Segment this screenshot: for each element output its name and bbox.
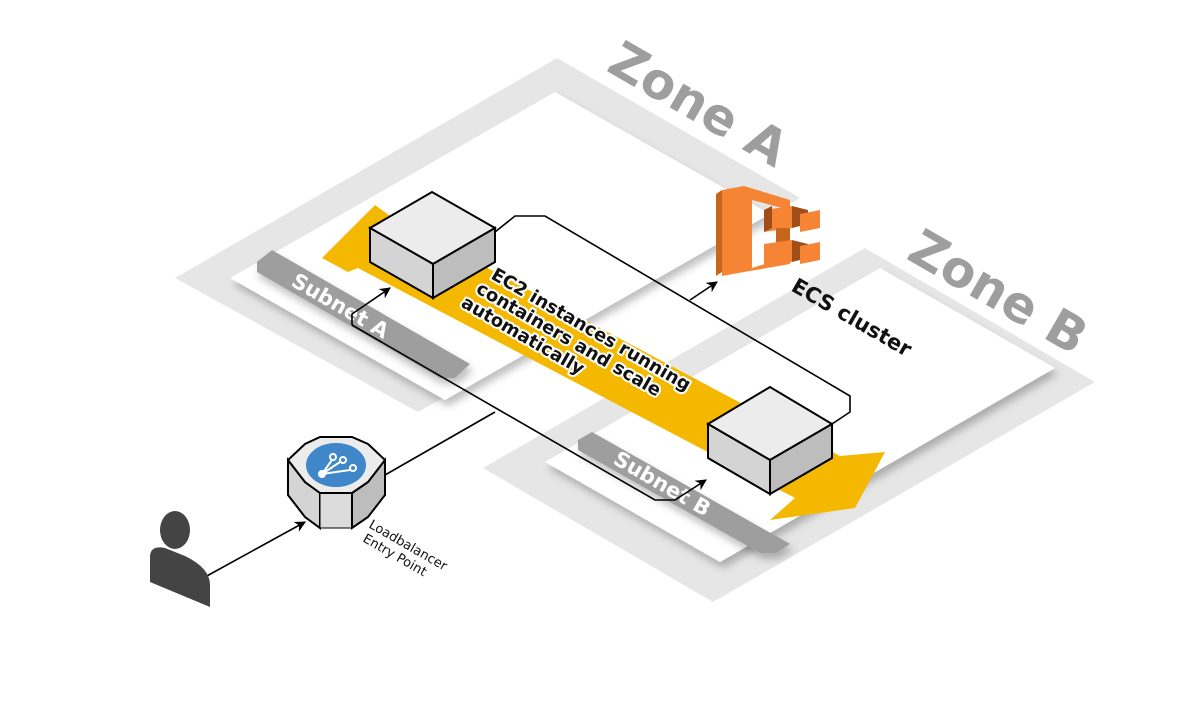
cube-right <box>432 226 496 300</box>
ec2-instance-a[interactable] <box>367 190 498 300</box>
cube-right <box>769 422 833 496</box>
user-icon[interactable] <box>150 511 210 607</box>
line-user-to-lb <box>204 521 306 578</box>
subnet-b-bar <box>578 432 790 553</box>
line-to-ecs <box>689 281 718 301</box>
connections <box>204 215 851 578</box>
lb-body-mid <box>319 492 353 529</box>
line-subnet-a-route <box>351 287 391 325</box>
line-lb-to-subnet-a <box>384 411 496 476</box>
line-instance-a-to-instance-b-loop <box>494 215 851 425</box>
ec2-instance-b[interactable] <box>706 385 834 496</box>
subnet-a-bar <box>257 250 470 378</box>
line-subnet-a-to-subnet-b <box>351 324 707 501</box>
lb-branch-icon <box>318 453 357 478</box>
load-balancer[interactable]: Loadbalancer Entry Point <box>286 436 450 580</box>
